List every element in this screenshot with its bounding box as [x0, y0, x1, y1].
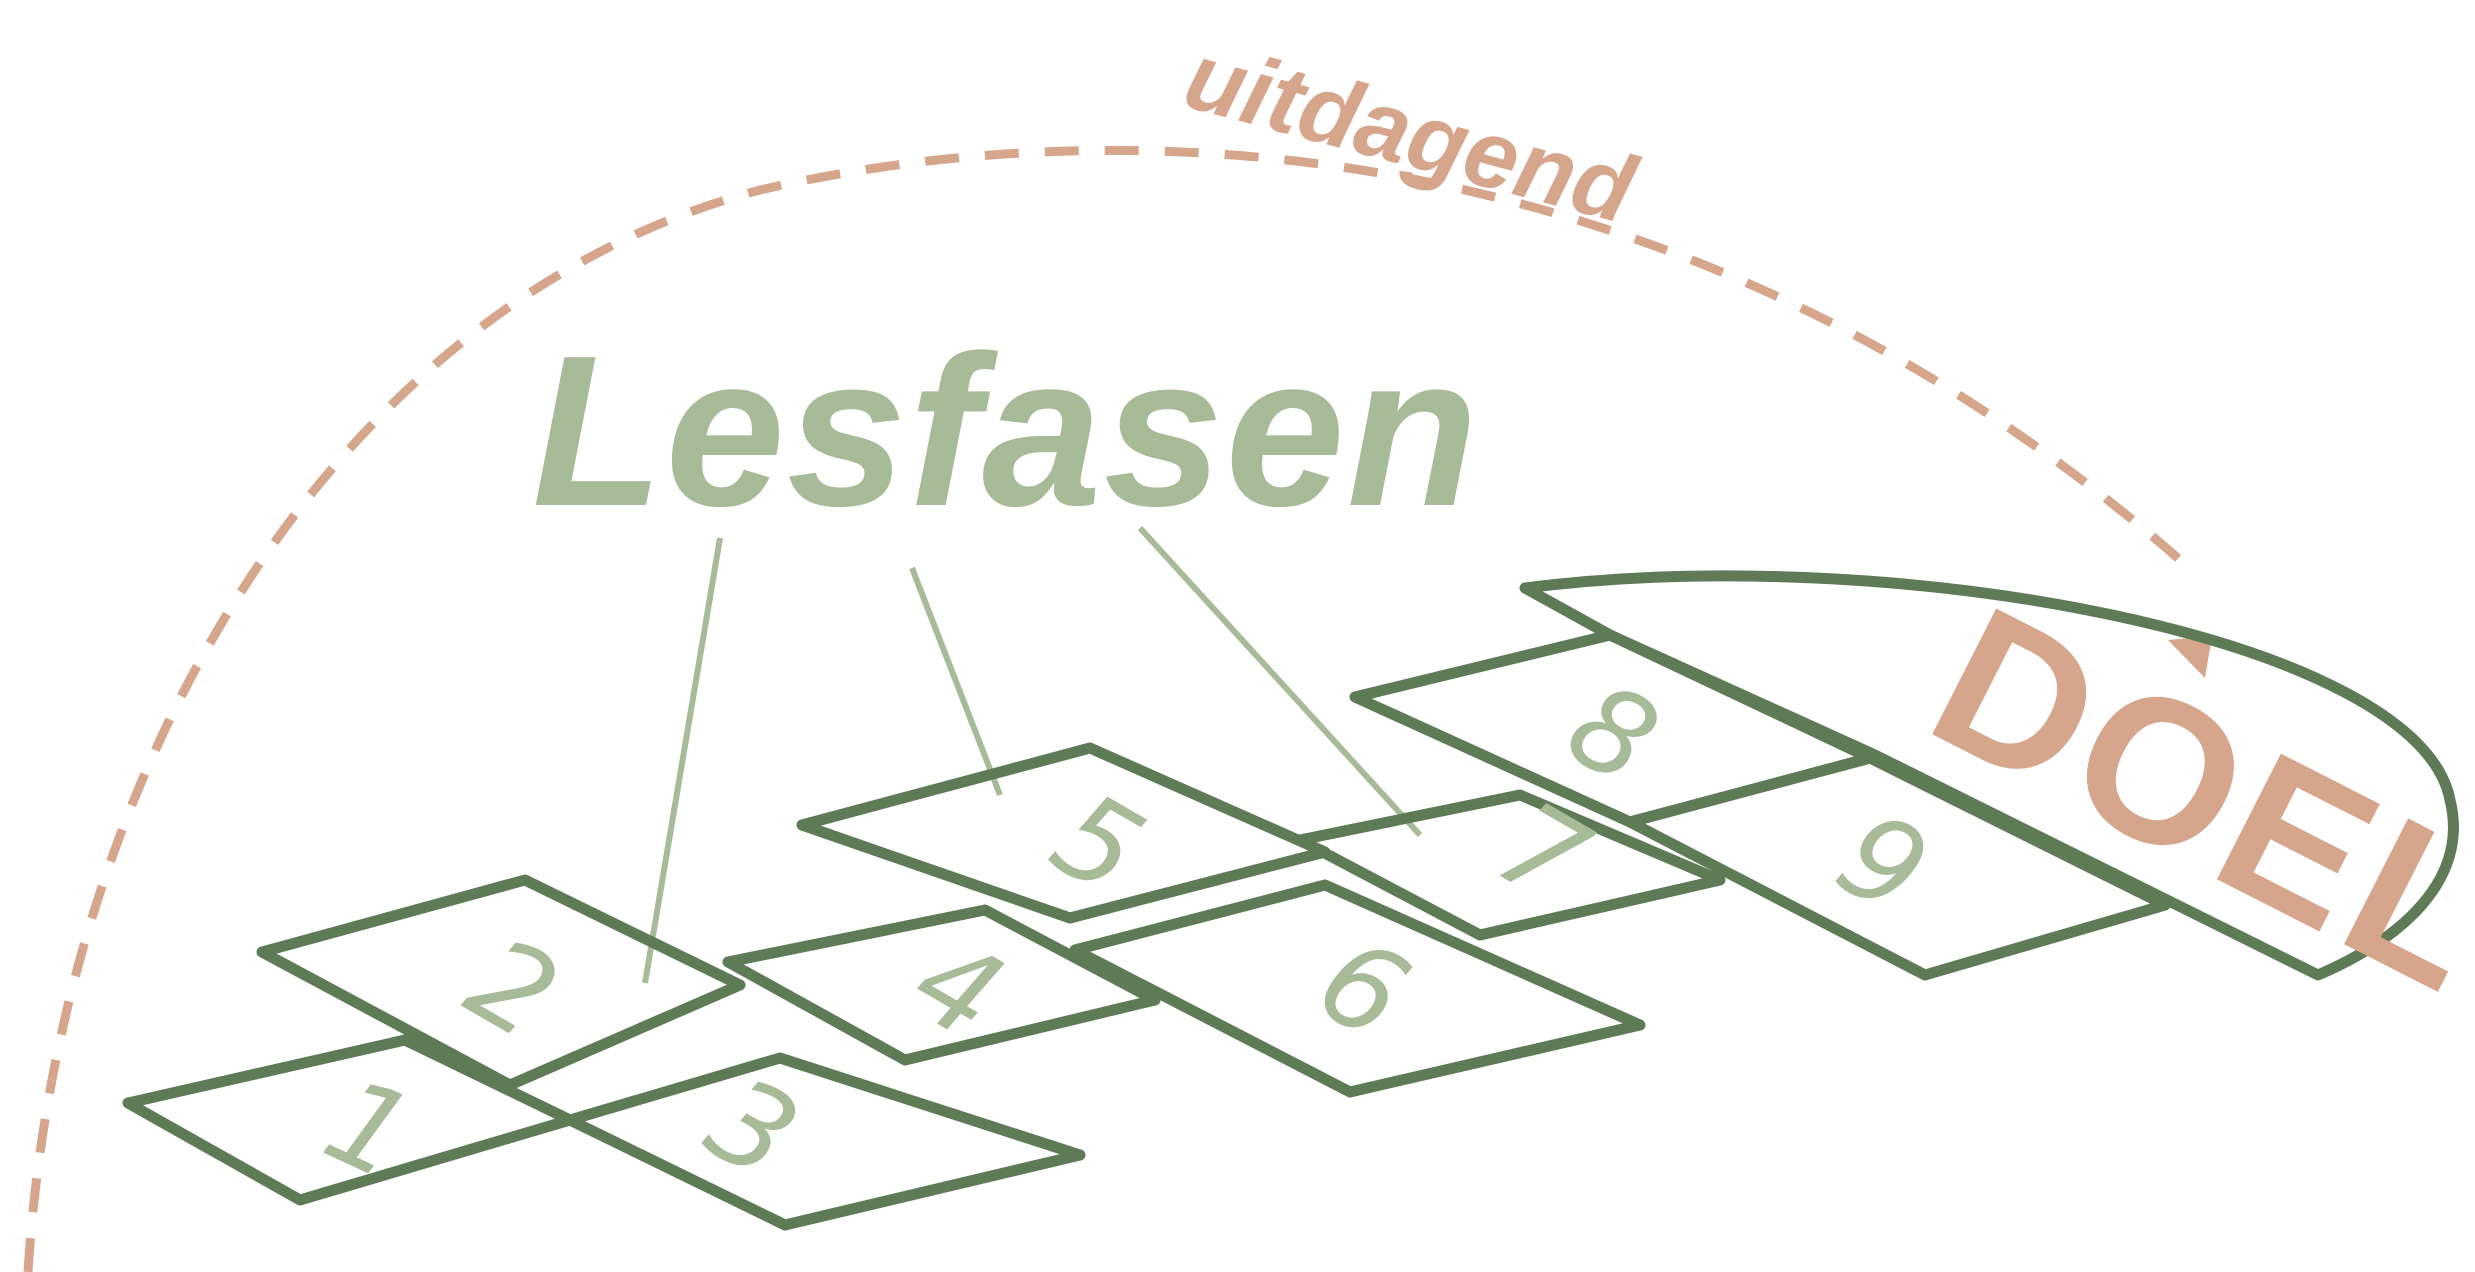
arc-label: uitdagend [1175, 22, 1648, 245]
goal-outline [1519, 570, 2459, 981]
pointer-line [909, 566, 1003, 797]
square-2-outline [256, 874, 746, 1091]
square-number: 1 [306, 1050, 432, 1207]
pointer-line [1137, 525, 1423, 838]
hopscotch-outline [122, 570, 2459, 1231]
pointer-lines [642, 525, 1423, 984]
pointer-line [642, 537, 723, 984]
square-3-outline [564, 1052, 1086, 1231]
square-number: 9 [1816, 785, 1950, 942]
square-4-outline [722, 904, 1161, 1066]
arc-arrowhead [2168, 636, 2212, 678]
square-number: 2 [446, 910, 580, 1067]
square-number: 6 [1296, 910, 1430, 1067]
square-6-outline [1069, 879, 1646, 1098]
square-7-outline [1294, 789, 1726, 941]
title: Lesfasen [532, 310, 1480, 551]
challenge-arc [23, 145, 2183, 1272]
square-number: 4 [891, 910, 1025, 1067]
